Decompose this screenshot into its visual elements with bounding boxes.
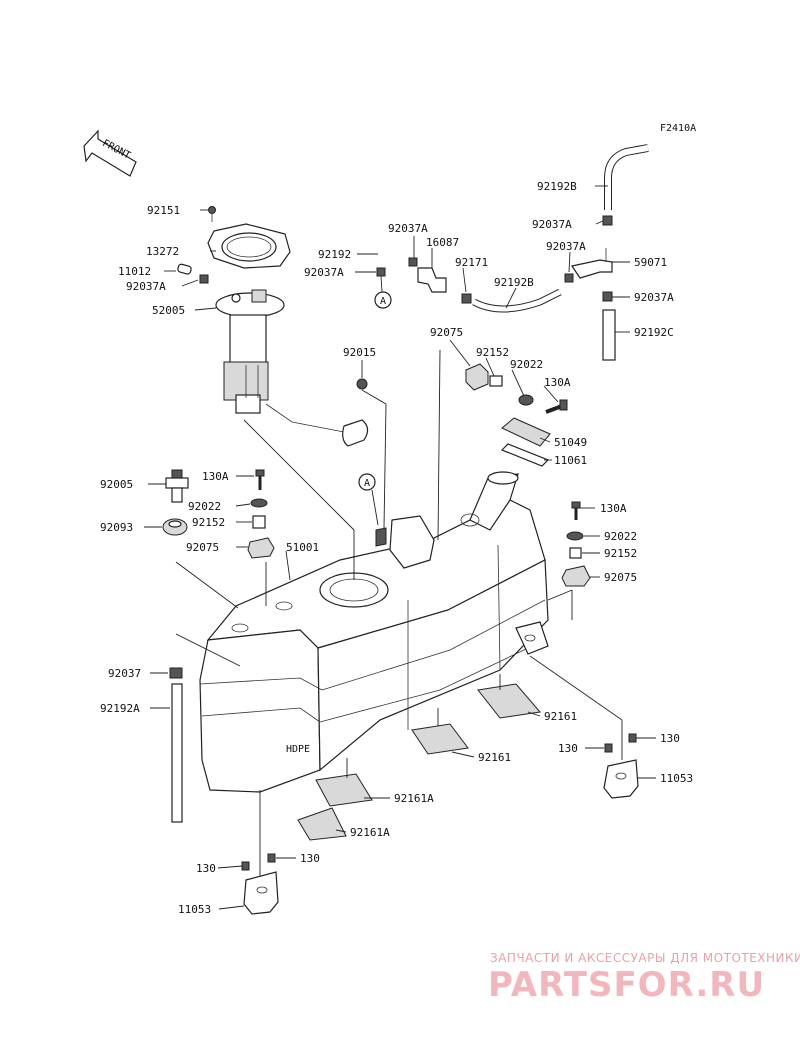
label-52005: 52005	[152, 304, 185, 317]
watermark: ЗАПЧАСТИ И АКСЕССУАРЫ ДЛЯ МОТОТЕХНИКИ PA…	[488, 951, 800, 1005]
label-92192B-mid: 92192B	[494, 276, 534, 289]
fuel-pump-assembly	[177, 206, 369, 447]
label-92037A-top-right: 92037A	[532, 218, 572, 231]
label-130-right-a: 130	[558, 742, 578, 755]
label-92037: 92037	[108, 667, 141, 680]
label-92192B-top: 92192B	[537, 180, 577, 193]
label-92093: 92093	[100, 521, 133, 534]
label-11053-right: 11053	[660, 772, 693, 785]
label-59071: 59071	[634, 256, 667, 269]
label-92192C: 92192C	[634, 326, 674, 339]
label-92075-right: 92075	[604, 571, 637, 584]
front-arrow-icon: FRONT	[83, 129, 137, 177]
label-11053-left: 11053	[178, 903, 211, 916]
label-130-left-a: 130	[196, 862, 216, 875]
label-92171: 92171	[455, 256, 488, 269]
label-130-right-b: 130	[660, 732, 680, 745]
label-92192: 92192	[318, 248, 351, 261]
label-51001: 51001	[286, 541, 319, 554]
label-92015: 92015	[343, 346, 376, 359]
tank-stamp: HDPE	[286, 744, 310, 755]
label-92161A-lower: 92161A	[350, 826, 390, 839]
fuel-line-assembly: A	[374, 144, 649, 361]
label-92161A-upper: 92161A	[394, 792, 434, 805]
right-mount-parts	[561, 501, 591, 587]
label-92075-left: 92075	[186, 541, 219, 554]
fuel-tank: HDPE	[199, 471, 549, 793]
left-mount-parts	[162, 469, 275, 823]
label-92152-right: 92152	[604, 547, 637, 560]
leader-lines	[144, 185, 656, 910]
label-92161-mid: 92161	[478, 751, 511, 764]
label-92022-top: 92022	[510, 358, 543, 371]
bracket-lower-left	[241, 853, 279, 915]
label-11012: 11012	[118, 265, 151, 278]
label-92037A-filter: 92037A	[388, 222, 428, 235]
label-130A-right: 130A	[600, 502, 627, 515]
label-92005: 92005	[100, 478, 133, 491]
figure-code: F2410A	[660, 123, 696, 134]
watermark-logo: PARTSFOR.RU	[488, 965, 765, 1005]
watermark-tagline: ЗАПЧАСТИ И АКСЕССУАРЫ ДЛЯ МОТОТЕХНИКИ	[490, 951, 800, 965]
label-92075-top: 92075	[430, 326, 463, 339]
label-130A-top: 130A	[544, 376, 571, 389]
label-13272: 13272	[146, 245, 179, 258]
label-92037A-right: 92037A	[634, 291, 674, 304]
label-92161-right: 92161	[544, 710, 577, 723]
tank-pads	[297, 683, 541, 841]
label-92022-right: 92022	[604, 530, 637, 543]
label-51049: 51049	[554, 436, 587, 449]
label-11061: 11061	[554, 454, 587, 467]
bracket-right	[603, 733, 639, 799]
callout-a-upper: A	[380, 296, 386, 307]
label-92152-left: 92152	[192, 516, 225, 529]
label-92151: 92151	[147, 204, 180, 217]
label-92152-top: 92152	[476, 346, 509, 359]
label-92037A-mid-right: 92037A	[546, 240, 586, 253]
callout-a-tank: A	[364, 478, 370, 489]
label-92022-left: 92022	[188, 500, 221, 513]
label-92037A-pump: 92037A	[126, 280, 166, 293]
filler-parts	[356, 363, 568, 467]
label-92192A: 92192A	[100, 702, 140, 715]
part-labels: 92192B 92151 13272 11012 92037A 52005 92…	[100, 180, 693, 916]
label-130-left-b: 130	[300, 852, 320, 865]
label-130A-left: 130A	[202, 470, 229, 483]
label-92037A-left: 92037A	[304, 266, 344, 279]
label-16087: 16087	[426, 236, 459, 249]
